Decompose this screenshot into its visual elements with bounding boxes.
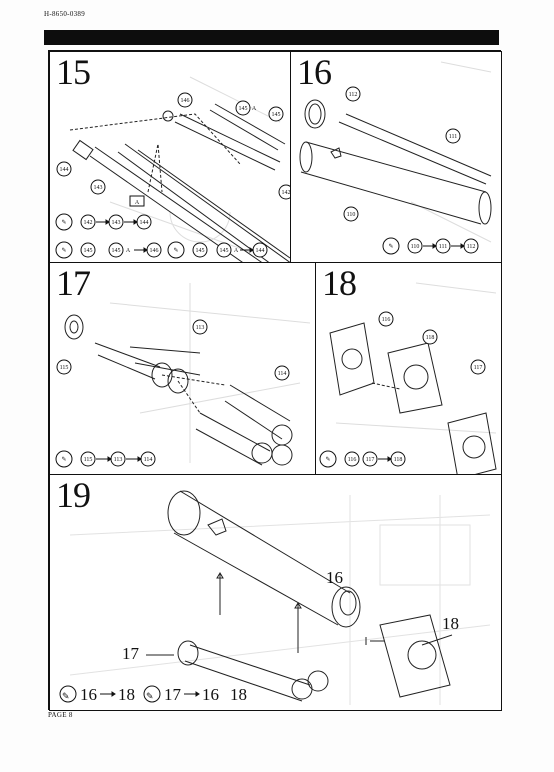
part-label: 143 bbox=[94, 185, 103, 191]
part-label: 142 bbox=[282, 190, 291, 196]
glue-tube-icon: ✎ bbox=[61, 456, 66, 463]
seq-item: 145 bbox=[84, 248, 93, 254]
header-bar bbox=[44, 30, 499, 45]
seq-item: 112 bbox=[467, 244, 476, 250]
seq-item: 16 bbox=[80, 685, 97, 704]
seq-item: 18 bbox=[118, 685, 135, 704]
part-label: 18 bbox=[442, 614, 459, 633]
seq-item: 114 bbox=[144, 457, 153, 463]
seq-item: A bbox=[126, 248, 131, 254]
part-label: 112 bbox=[349, 92, 358, 98]
seq-item: 17 bbox=[164, 685, 182, 704]
part-label: 115 bbox=[60, 365, 69, 371]
step-18-panel: 18 116 118 117 ✎ bbox=[315, 262, 502, 477]
part-label: 111 bbox=[449, 134, 458, 140]
glue-tube-icon: ✎ bbox=[173, 247, 178, 254]
seq-item: 145 bbox=[220, 248, 229, 254]
part-label: 144 bbox=[60, 167, 69, 173]
seq-item: 111 bbox=[439, 244, 448, 250]
step-17-panel: 17 113 115 114 bbox=[49, 262, 318, 477]
page-number: PAGE 8 bbox=[48, 711, 73, 719]
seq-item: 144 bbox=[256, 248, 265, 254]
part-label: 116 bbox=[382, 317, 391, 323]
seq-item: 110 bbox=[411, 244, 420, 250]
step-15-panel: 15 bbox=[49, 51, 293, 265]
glue-tube-icon: ✎ bbox=[146, 691, 154, 701]
glue-tube-icon: ✎ bbox=[325, 456, 330, 463]
step-number: 16 bbox=[297, 52, 332, 92]
step-number: 17 bbox=[56, 263, 91, 303]
instruction-sheet: 15 bbox=[48, 50, 502, 711]
seq-item: 18 bbox=[230, 685, 247, 704]
step-number: 15 bbox=[56, 52, 91, 92]
part-label: 17 bbox=[122, 644, 140, 663]
step-16-diagram: 112 111 110 ✎ 110 111 112 bbox=[299, 61, 492, 255]
step-18-diagram: 116 118 117 ✎ 116 117 118 bbox=[319, 282, 497, 476]
seq-item: 115 bbox=[84, 457, 93, 463]
step-number: 19 bbox=[56, 475, 91, 515]
seq-item: 113 bbox=[114, 457, 123, 463]
seq-item: 146 bbox=[150, 248, 159, 254]
part-label: 118 bbox=[426, 335, 435, 341]
part-label: 113 bbox=[196, 325, 205, 331]
seq-item: 116 bbox=[348, 457, 357, 463]
glue-tube-icon: ✎ bbox=[61, 219, 66, 226]
part-label: 110 bbox=[347, 212, 356, 218]
seq-item: 117 bbox=[366, 457, 375, 463]
seq-item: A bbox=[234, 248, 239, 254]
step-17-diagram: 113 115 114 ✎ 115 113 114 bbox=[55, 283, 311, 468]
part-label: 16 bbox=[326, 568, 343, 587]
step-19-diagram: 16 18 17 ✎ 16 18 ✎ 17 16 18 bbox=[59, 490, 491, 705]
step-15-diagram: 146 145 A 145 144 143 142 A bbox=[55, 76, 292, 264]
seq-item: 145 bbox=[196, 248, 205, 254]
glue-tube-icon: ✎ bbox=[388, 243, 393, 250]
part-label: 145 bbox=[239, 106, 248, 112]
step-16-panel: 16 112 111 110 bbox=[290, 51, 502, 265]
part-label: A bbox=[252, 106, 257, 112]
part-label: 117 bbox=[474, 365, 483, 371]
seq-item: 142 bbox=[84, 220, 93, 226]
step-number: 18 bbox=[322, 263, 357, 303]
seq-item: 143 bbox=[112, 220, 121, 226]
seq-item: 145 bbox=[112, 248, 121, 254]
seq-item: 16 bbox=[202, 685, 219, 704]
part-label: 145 bbox=[272, 112, 281, 118]
glue-tube-icon: ✎ bbox=[61, 247, 66, 254]
part-label: 114 bbox=[278, 371, 287, 377]
doc-id: H-8650-0389 bbox=[44, 10, 86, 18]
step-19-panel: 19 16 18 17 bbox=[49, 474, 502, 711]
seq-item: 118 bbox=[394, 457, 403, 463]
glue-tube-icon: ✎ bbox=[62, 691, 70, 701]
part-label: 146 bbox=[181, 98, 190, 104]
part-label: A bbox=[135, 200, 140, 206]
seq-item: 144 bbox=[140, 220, 149, 226]
